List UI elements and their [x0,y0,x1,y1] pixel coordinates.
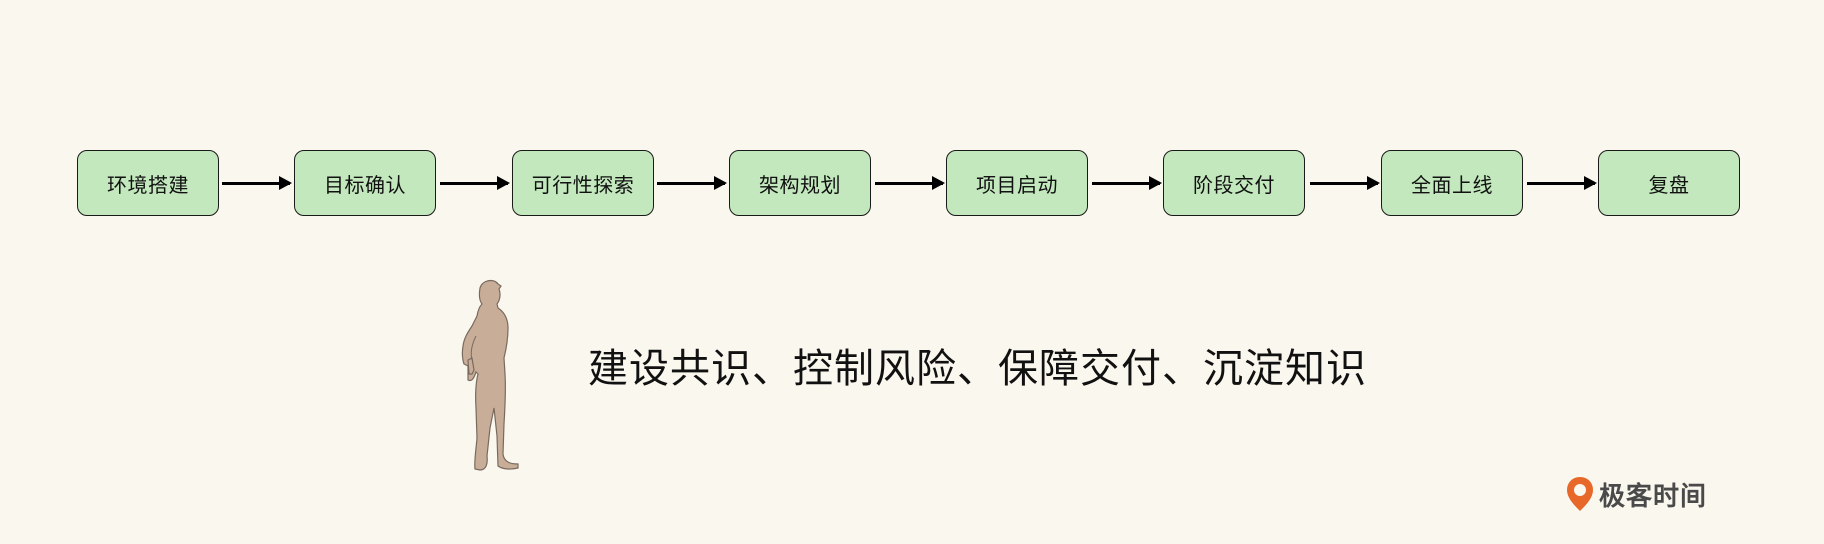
step-architecture: 架构规划 [729,150,871,216]
step-retrospective: 复盘 [1598,150,1740,216]
arrow-1 [222,176,292,190]
arrow-6 [1310,176,1380,190]
brand-watermark: 极客时间 [1565,475,1707,513]
arrow-4 [875,176,945,190]
brand-name: 极客时间 [1599,481,1708,512]
geektime-logo-icon [1567,477,1593,511]
step-feasibility: 可行性探索 [512,150,654,216]
step-full-launch: 全面上线 [1381,150,1523,216]
arrow-5 [1092,176,1162,190]
worker-silhouette-icon [461,279,519,471]
slogan-text: 建设共识、控制风险、保障交付、沉淀知识 [588,346,1367,392]
step-env-setup: 环境搭建 [77,150,219,216]
arrow-7 [1527,176,1597,190]
step-kickoff: 项目启动 [946,150,1088,216]
step-goal-confirm: 目标确认 [294,150,436,216]
arrow-2 [440,176,510,190]
step-stage-delivery: 阶段交付 [1163,150,1305,216]
arrow-3 [657,176,727,190]
